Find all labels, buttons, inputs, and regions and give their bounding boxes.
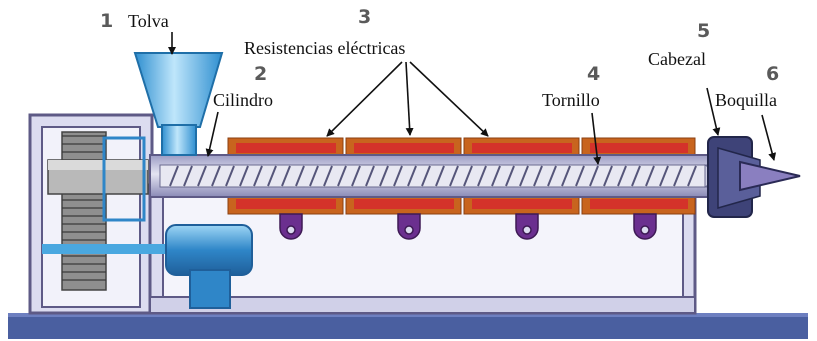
part-3-label: Resistencias eléctricas bbox=[244, 38, 405, 58]
motor bbox=[165, 224, 253, 309]
leader-arrows bbox=[168, 32, 777, 165]
hopper bbox=[133, 52, 224, 156]
part-3-number: 3 bbox=[358, 6, 371, 28]
part-4-label: Tornillo bbox=[542, 90, 600, 110]
nozzle-boquilla bbox=[739, 160, 801, 192]
part-2-number: 2 bbox=[254, 63, 267, 85]
part-1-number: 1 bbox=[100, 10, 113, 32]
heater-bands bbox=[227, 137, 696, 215]
part-1-label: Tolva bbox=[128, 11, 169, 31]
heater-brackets bbox=[279, 213, 657, 240]
part-5-label: Cabezal bbox=[648, 49, 706, 69]
base-plate bbox=[8, 313, 808, 339]
part-4-number: 4 bbox=[587, 63, 600, 85]
part-5-number: 5 bbox=[697, 20, 710, 42]
part-2-label: Cilindro bbox=[213, 90, 273, 110]
part-6-number: 6 bbox=[766, 63, 779, 85]
base-plate-top bbox=[8, 313, 808, 317]
belt-line bbox=[42, 244, 170, 254]
drive-gear bbox=[47, 131, 149, 291]
part-6-label: Boquilla bbox=[715, 90, 777, 110]
screw bbox=[159, 164, 723, 188]
